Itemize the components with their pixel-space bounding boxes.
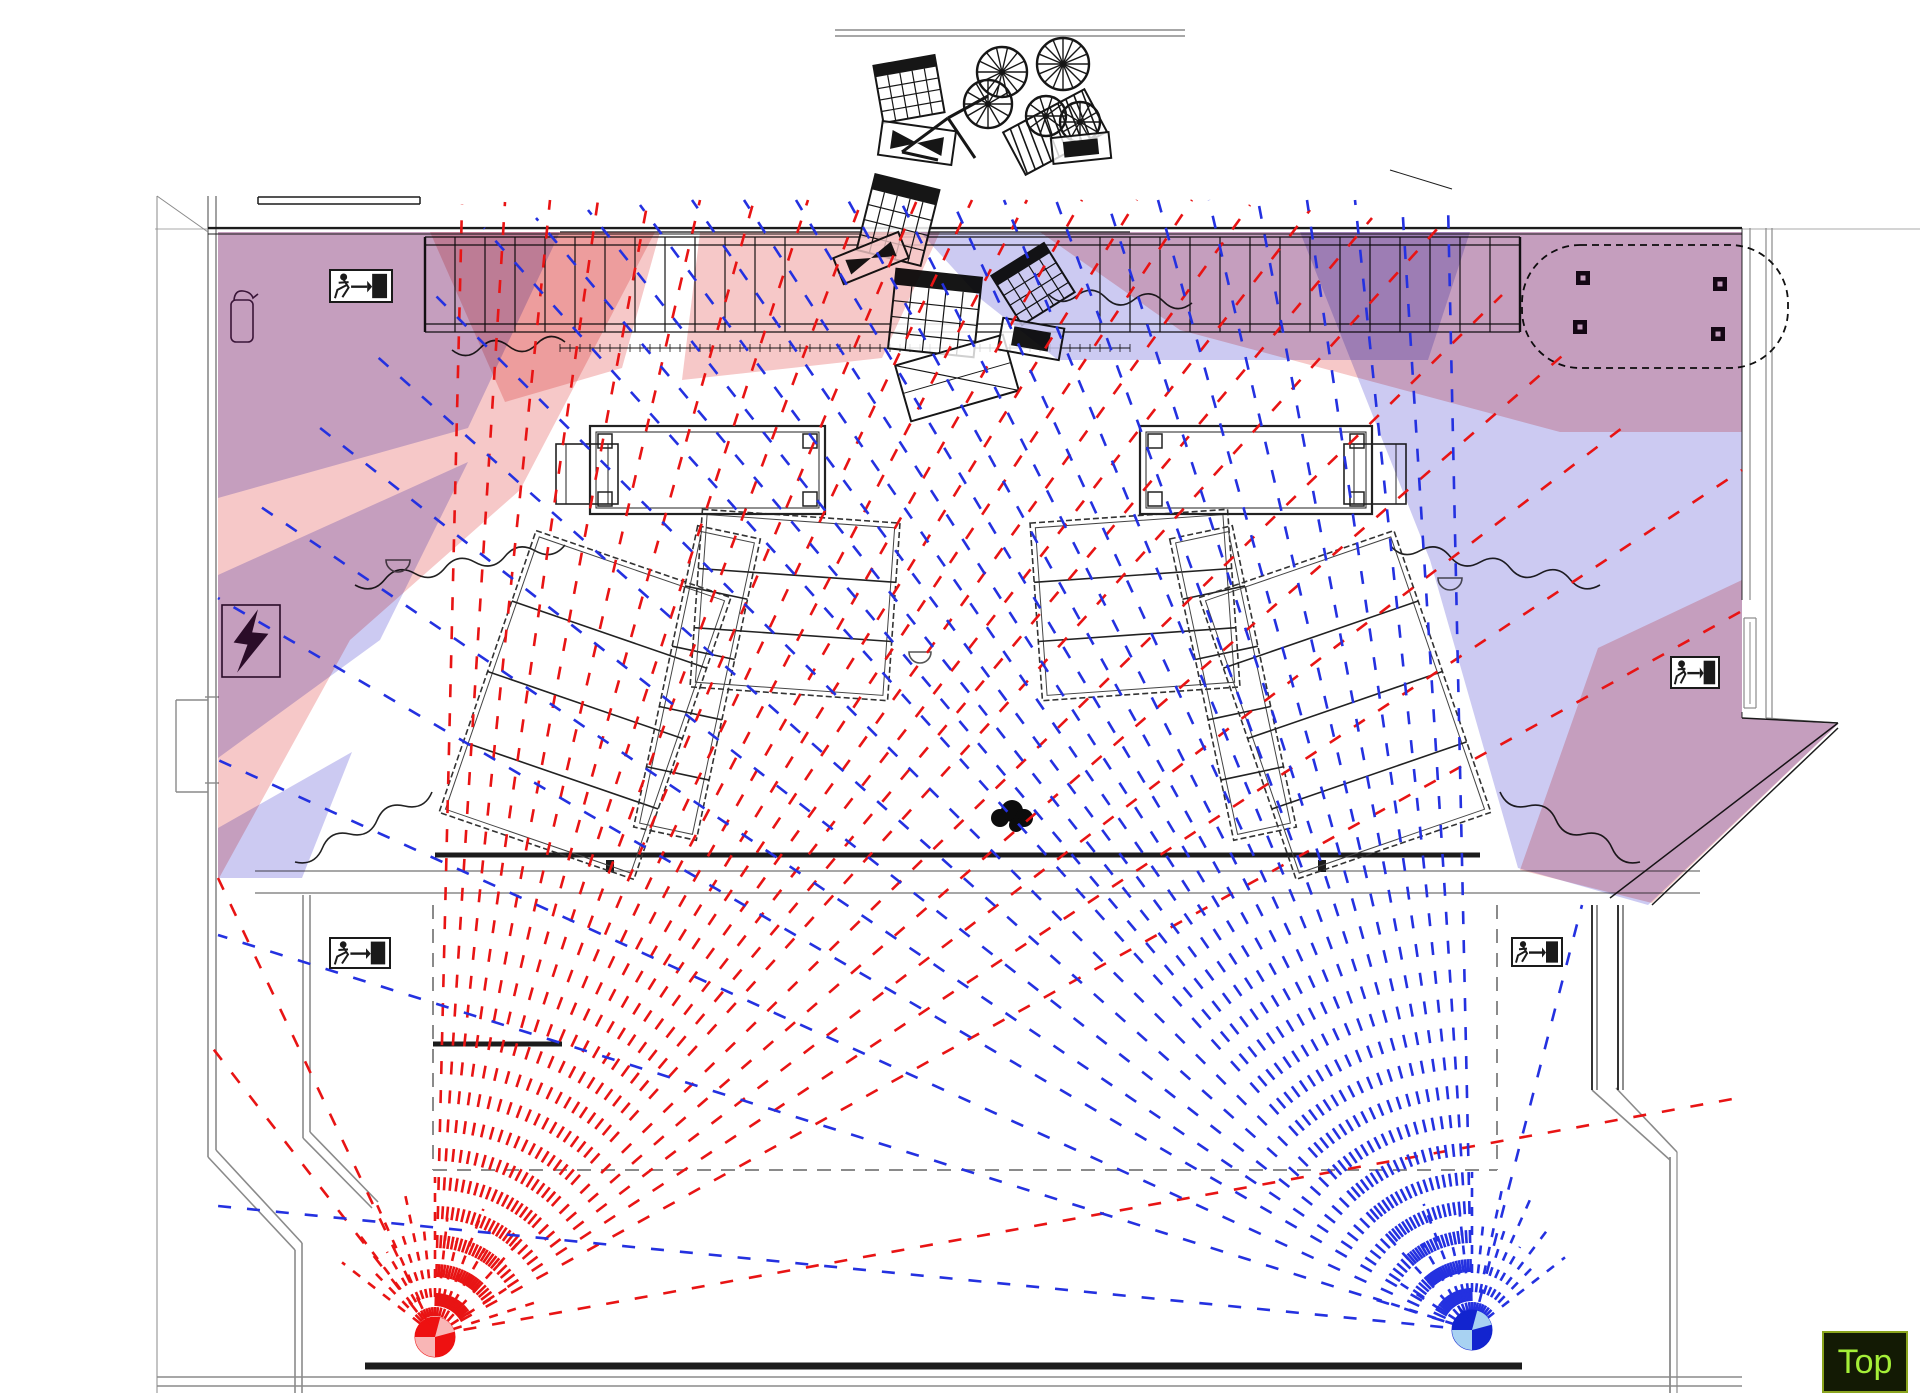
fire-extinguisher-icon bbox=[230, 290, 259, 343]
wheel-icon bbox=[1035, 36, 1091, 92]
running-man-icon bbox=[1519, 941, 1527, 948]
viewcube-top-button[interactable]: Top bbox=[1822, 1331, 1908, 1393]
shelf-unit bbox=[438, 529, 732, 881]
blue-source-marker bbox=[1451, 1305, 1493, 1351]
blue-zone-left-a bbox=[218, 232, 560, 498]
safety-icons bbox=[221, 269, 1720, 969]
wheel-icon bbox=[1024, 94, 1068, 138]
wheel-icon bbox=[962, 78, 1014, 130]
arrow-right-icon bbox=[1699, 667, 1704, 679]
exit-sign-left bbox=[329, 937, 391, 969]
sight-lines-blue bbox=[207, 199, 1584, 1332]
running-man-icon bbox=[1678, 660, 1685, 668]
coverage-regions bbox=[218, 232, 1838, 905]
grid-chair bbox=[872, 53, 946, 125]
wall-speaker-icon bbox=[908, 651, 932, 664]
arrow-right-icon bbox=[1542, 947, 1546, 958]
arrow-right-icon bbox=[367, 280, 373, 293]
exit-sign-right-wall bbox=[1670, 656, 1720, 689]
toppled-item bbox=[1049, 130, 1113, 166]
shelf-unit bbox=[1029, 508, 1241, 702]
wheel-icon bbox=[975, 45, 1029, 99]
exit-sign-top-left bbox=[329, 269, 393, 303]
red-source-marker bbox=[414, 1312, 456, 1358]
side-table-left bbox=[555, 424, 827, 516]
lightning-bolt-icon bbox=[221, 604, 281, 678]
shelf-unit bbox=[689, 508, 901, 702]
blue-zone-right bbox=[1300, 232, 1838, 905]
running-man-icon bbox=[340, 273, 348, 281]
shelf-unit bbox=[1168, 524, 1298, 842]
blue-zone-left-b bbox=[218, 462, 468, 758]
exit-sign-right bbox=[1511, 937, 1563, 967]
arrow-right-icon bbox=[366, 948, 371, 959]
curtain-wavy-line bbox=[294, 791, 433, 864]
running-man-icon bbox=[339, 941, 347, 948]
blue-zone-left-c bbox=[218, 752, 352, 878]
toppled-item bbox=[876, 119, 958, 167]
shelf-unit bbox=[632, 524, 762, 842]
floor-object-blob bbox=[991, 800, 1033, 832]
viewcube-top-label: Top bbox=[1837, 1342, 1893, 1381]
